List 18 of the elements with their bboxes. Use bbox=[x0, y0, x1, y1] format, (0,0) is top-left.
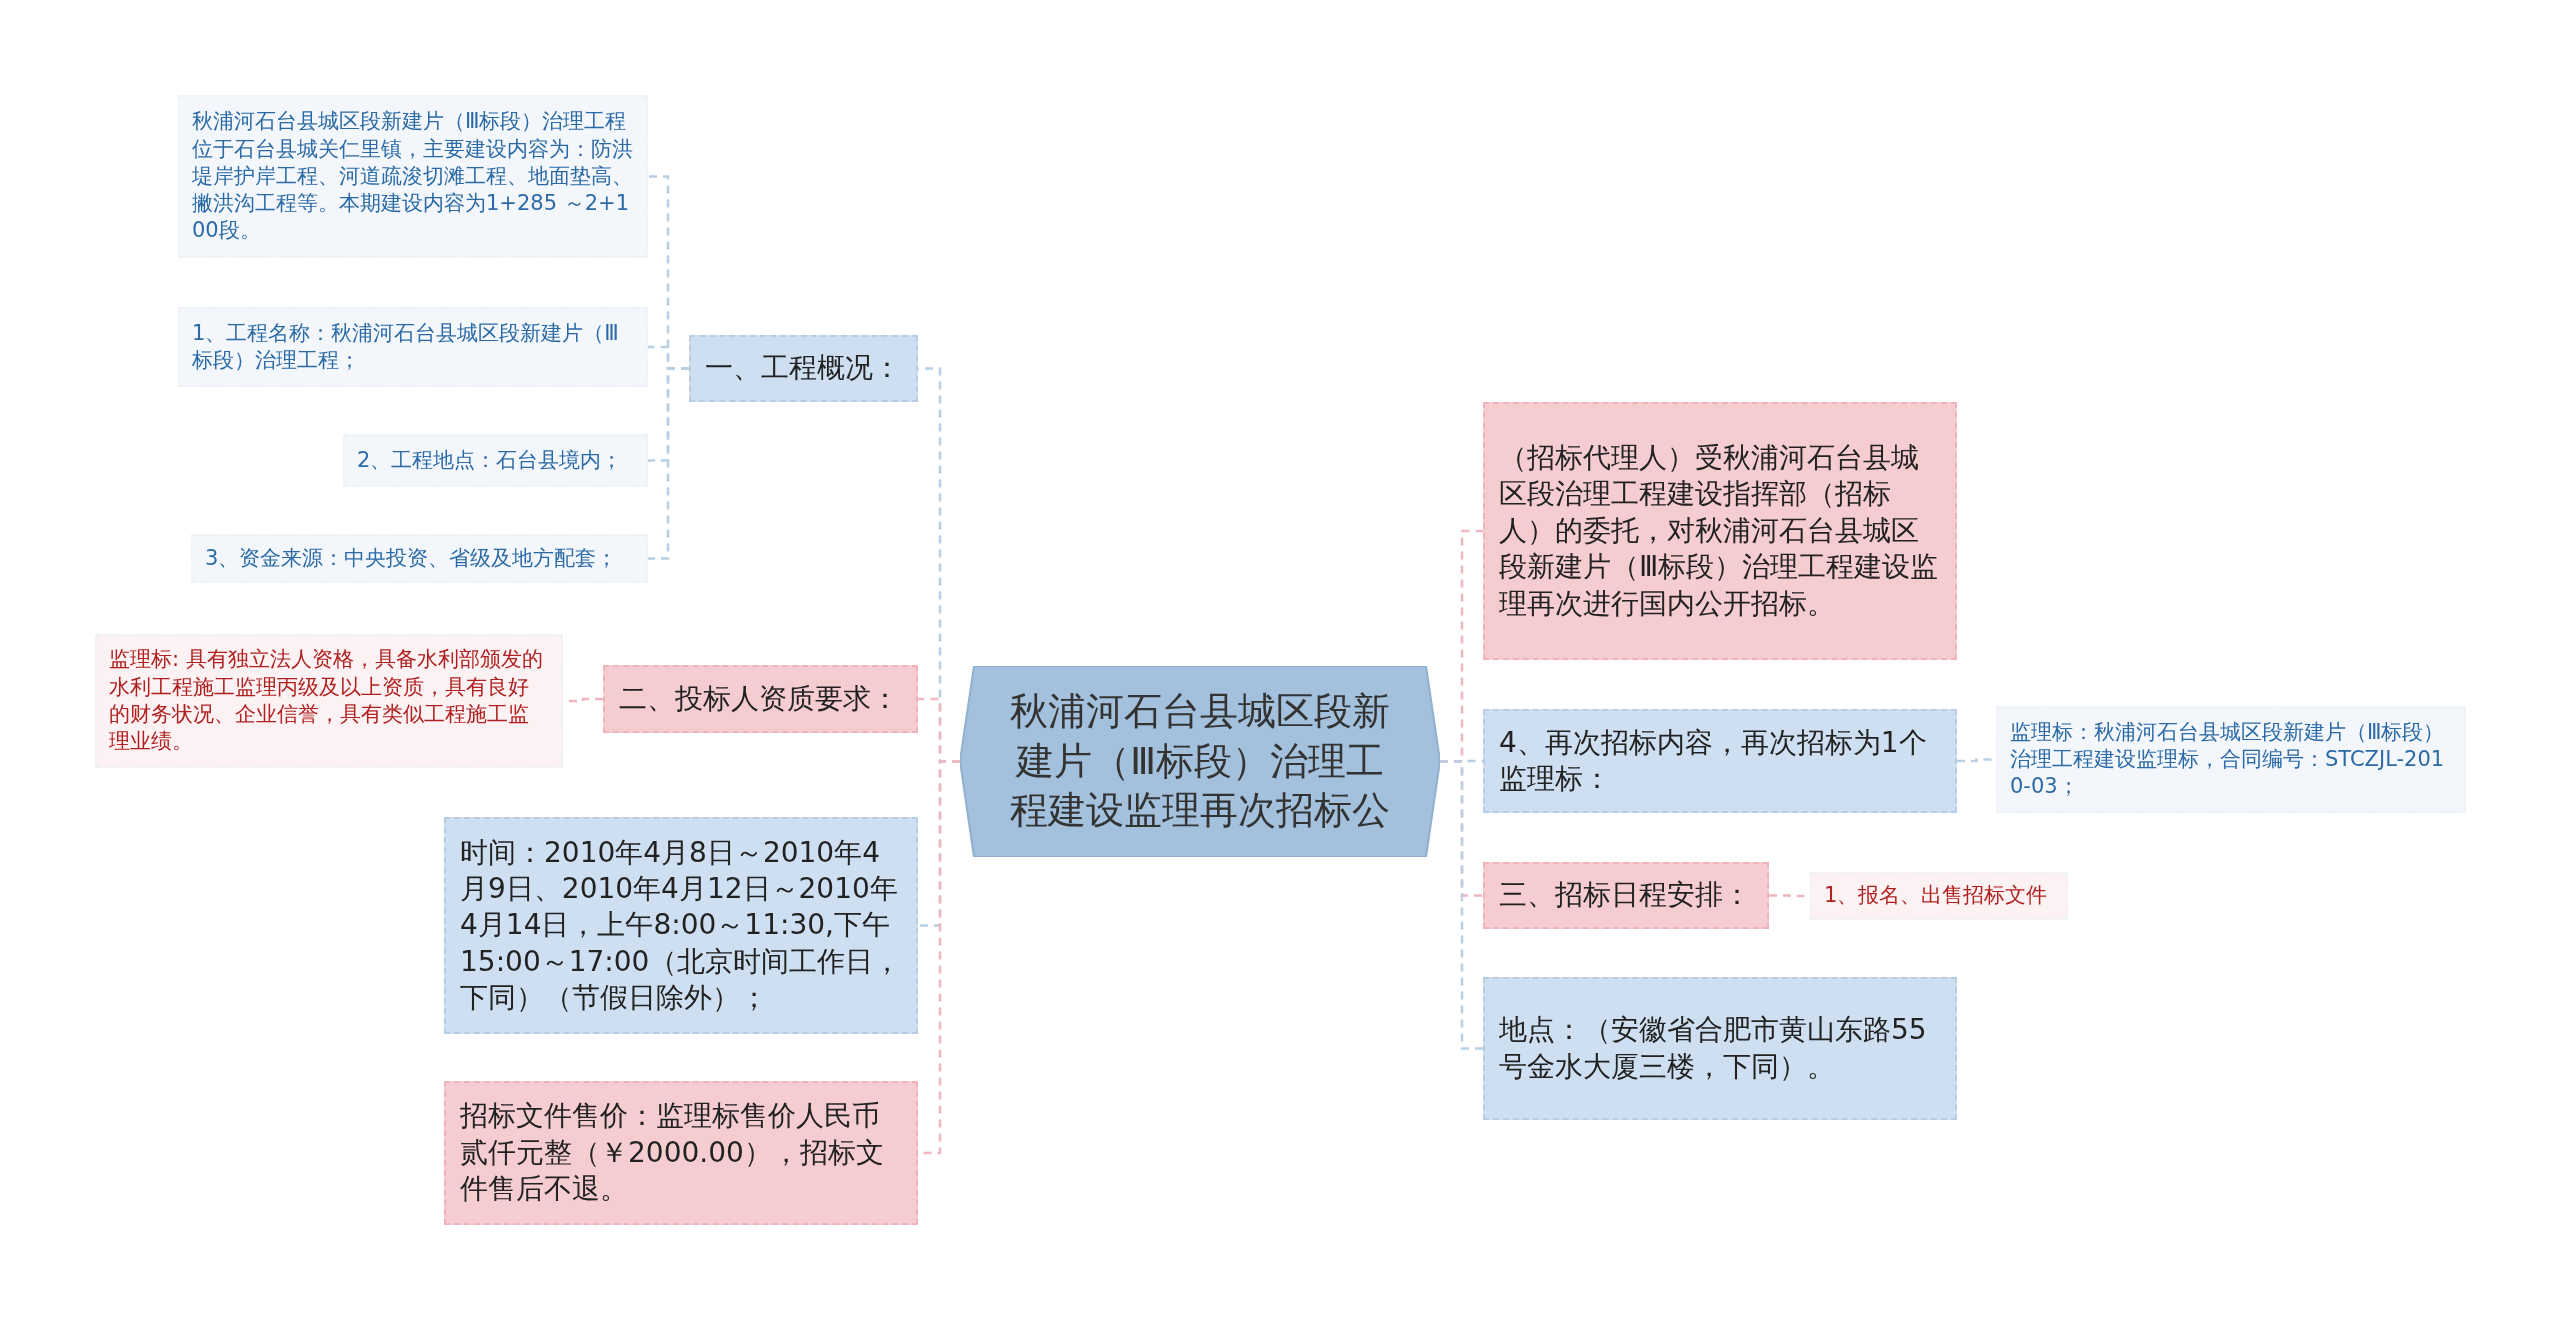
topic-box: 4、再次招标内容，再次招标为1个监理标： bbox=[1483, 709, 1957, 813]
subtopic-box: 2、工程地点：石台县境内； bbox=[343, 434, 648, 487]
topic-box: 一、工程概况： bbox=[689, 335, 918, 402]
topic-box: 招标文件售价：监理标售价人民币贰仟元整（￥2000.00），招标文件售后不退。 bbox=[444, 1081, 918, 1225]
subtopic-box: 监理标：秋浦河石台县城区段新建片（Ⅲ标段）治理工程建设监理标，合同编号：STCZJL-2010-03； bbox=[1996, 706, 2466, 813]
subtopic-box: 秋浦河石台县城区段新建片（Ⅲ标段）治理工程位于石台县城关仁里镇，主要建设内容为：防洪堤岸护岸工程、河道疏浚切滩工程、地面垫高、撇洪沟工程等。本期建设内容为1+285 ～2+100段。 bbox=[178, 95, 648, 258]
topic-box: 时间：2010年4月8日～2010年4月9日、2010年4月12日～2010年4月14日，上午8:00～11:30,下午15:00～17:00（北京时间工作日，下同）（节假日除外）； bbox=[444, 817, 918, 1034]
connector-line bbox=[648, 367, 689, 560]
topic-box: 三、招标日程安排： bbox=[1483, 862, 1769, 929]
subtopic-box: 1、报名、出售招标文件 bbox=[1810, 872, 2068, 920]
subtopic-box: 3、资金来源：中央投资、省级及地方配套； bbox=[191, 534, 648, 583]
central-topic-hexagon: 秋浦河石台县城区段新建片（Ⅲ标段）治理工程建设监理再次招标公 bbox=[960, 666, 1440, 857]
topic-box: 二、投标人资质要求： bbox=[603, 665, 918, 733]
topic-box: （招标代理人）受秋浦河石台县城区段治理工程建设指挥部（招标人）的委托，对秋浦河石台县城区段新建片（Ⅲ标段）治理工程建设监理再次进行国内公开招标。 bbox=[1483, 402, 1957, 660]
subtopic-box: 1、工程名称：秋浦河石台县城区段新建片（Ⅲ标段）治理工程； bbox=[178, 307, 648, 387]
topic-box: 地点：（安徽省合肥市黄山东路55号金水大厦三楼，下同）。 bbox=[1483, 977, 1957, 1120]
subtopic-box: 监理标: 具有独立法人资格，具备水利部颁发的水利工程施工监理丙级及以上资质，具有良好的财务状况、企业信誉，具有类似工程施工监理业绩。 bbox=[95, 634, 563, 768]
connector-line bbox=[1440, 760, 1483, 1050]
